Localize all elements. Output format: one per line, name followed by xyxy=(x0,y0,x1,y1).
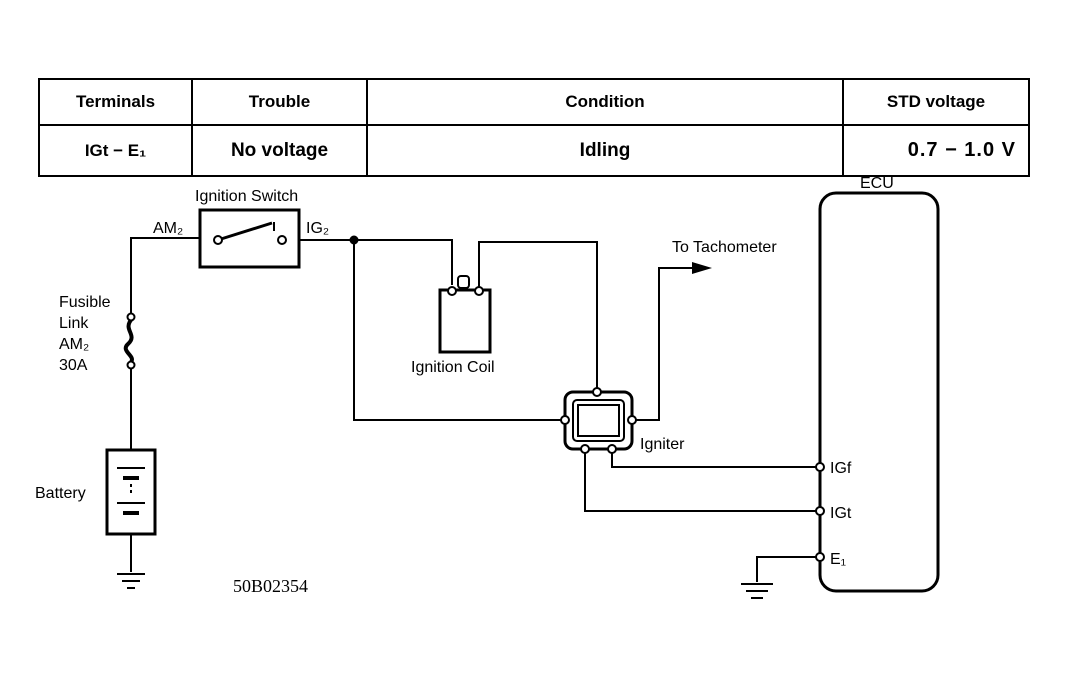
switch-contact-ig2 xyxy=(277,235,287,245)
ground-icon xyxy=(117,573,145,589)
ecu-box xyxy=(818,191,940,593)
wire-to-tachometer xyxy=(636,267,692,421)
ignition-coil-label: Ignition Coil xyxy=(411,359,495,376)
wire-coil-to-igniter xyxy=(478,241,598,389)
header-std-voltage: STD voltage xyxy=(842,78,1030,126)
ignition-switch-label: Ignition Switch xyxy=(195,188,298,205)
ignition-coil-body xyxy=(438,288,492,354)
ecu-label: ECU xyxy=(860,175,894,192)
fuse-terminal-top xyxy=(126,312,136,322)
cell-condition: Idling xyxy=(366,124,844,177)
igf-label: IGf xyxy=(830,460,852,477)
coil-terminal-plus xyxy=(447,286,457,296)
igniter-core xyxy=(577,404,620,437)
arrow-right-icon xyxy=(692,262,712,274)
ecu-terminal-igt xyxy=(815,506,825,516)
fusible-link-label-2: Link xyxy=(59,315,89,332)
cell-terminals: IGt − E₁ xyxy=(38,124,193,177)
e1-label: E₁ xyxy=(830,551,846,568)
wire-fuse-to-switch xyxy=(130,237,200,317)
switch-blade xyxy=(220,221,273,241)
wire-igt xyxy=(584,453,818,512)
cell-std-voltage: 0.7 − 1.0 V xyxy=(842,124,1030,177)
tachometer-output xyxy=(636,262,712,421)
battery-circuit xyxy=(105,237,200,589)
ecu-signal-wiring xyxy=(584,453,818,512)
fusible-link-label-1: Fusible xyxy=(59,294,111,311)
fusible-link-label-3: AM₂ xyxy=(59,336,89,353)
wire-igf xyxy=(611,453,818,468)
table-header-row: Terminals Trouble Condition STD voltage xyxy=(38,78,1030,126)
igt-label: IGt xyxy=(830,505,852,522)
header-trouble: Trouble xyxy=(191,78,368,126)
igniter-terminal-right xyxy=(627,415,637,425)
figure-number: 50B02354 xyxy=(233,576,308,596)
igniter-label: Igniter xyxy=(640,436,685,453)
igniter-terminal-top xyxy=(592,387,602,397)
ignition-coil xyxy=(438,241,598,389)
wire-e1-ground xyxy=(756,556,816,582)
ig2-label: IG₂ xyxy=(306,220,329,237)
ignition-switch xyxy=(198,208,301,269)
igniter-inner xyxy=(572,399,625,442)
ecu xyxy=(741,191,940,599)
igniter-terminal-bottom-left xyxy=(580,444,590,454)
ig2-wiring xyxy=(299,235,568,421)
coil-terminal-minus xyxy=(474,286,484,296)
ecu-terminal-e1 xyxy=(815,552,825,562)
ecu-terminal-igf xyxy=(815,462,825,472)
to-tachometer-label: To Tachometer xyxy=(672,239,777,256)
ignition-switch-box xyxy=(198,208,301,269)
ground-icon xyxy=(741,583,773,599)
fusible-link-symbol xyxy=(123,318,134,364)
fuse-terminal-bottom xyxy=(126,360,136,370)
am2-label: AM₂ xyxy=(153,220,183,237)
wire-ig2-to-igniter xyxy=(353,240,568,421)
ignition-coil-tower xyxy=(457,275,470,289)
igniter-terminal-left xyxy=(560,415,570,425)
specification-table: Terminals Trouble Condition STD voltage … xyxy=(38,78,1030,177)
igniter xyxy=(560,387,637,454)
header-condition: Condition xyxy=(366,78,844,126)
fusible-link-label-4: 30A xyxy=(59,357,88,374)
cell-trouble: No voltage xyxy=(191,124,368,177)
table-row: IGt − E₁ No voltage Idling 0.7 − 1.0 V xyxy=(38,124,1030,177)
switch-contact-am2 xyxy=(213,235,223,245)
wire-ig2-to-coil xyxy=(299,239,453,285)
battery-label: Battery xyxy=(35,485,86,502)
header-terminals: Terminals xyxy=(38,78,193,126)
igniter-terminal-bottom-right xyxy=(607,444,617,454)
